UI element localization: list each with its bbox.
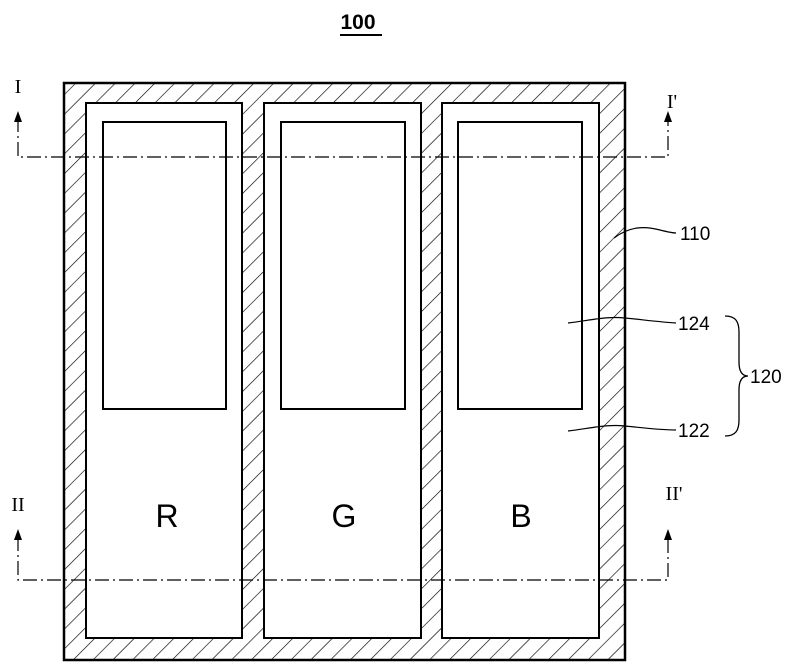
group-brace-120: [725, 316, 748, 436]
subpixel-r-label: R: [155, 498, 178, 534]
section-label-ii-start: II: [11, 494, 24, 516]
section-arrow-ii-start: [14, 529, 22, 540]
section-arrow-ii-end: [664, 529, 672, 540]
figure-number: 100: [340, 11, 375, 34]
label-110: 110: [680, 224, 710, 245]
subpixel-b-upper-region: [458, 122, 582, 409]
subpixel-g: G: [264, 103, 421, 638]
subpixel-r-upper-region: [103, 122, 226, 409]
label-120: 120: [750, 367, 782, 388]
subpixel-g-label: G: [332, 498, 357, 534]
section-label-ii-end: II': [666, 483, 683, 505]
section-arrow-i-start: [14, 111, 22, 122]
subpixel-g-upper-region: [281, 122, 405, 409]
section-label-i-start: I: [15, 76, 22, 98]
section-label-i-end: I': [667, 91, 677, 113]
subpixel-b: B: [442, 103, 599, 638]
subpixel-b-label: B: [510, 498, 531, 534]
label-124: 124: [678, 314, 710, 335]
subpixel-r: R: [86, 103, 242, 638]
label-122: 122: [678, 421, 710, 442]
